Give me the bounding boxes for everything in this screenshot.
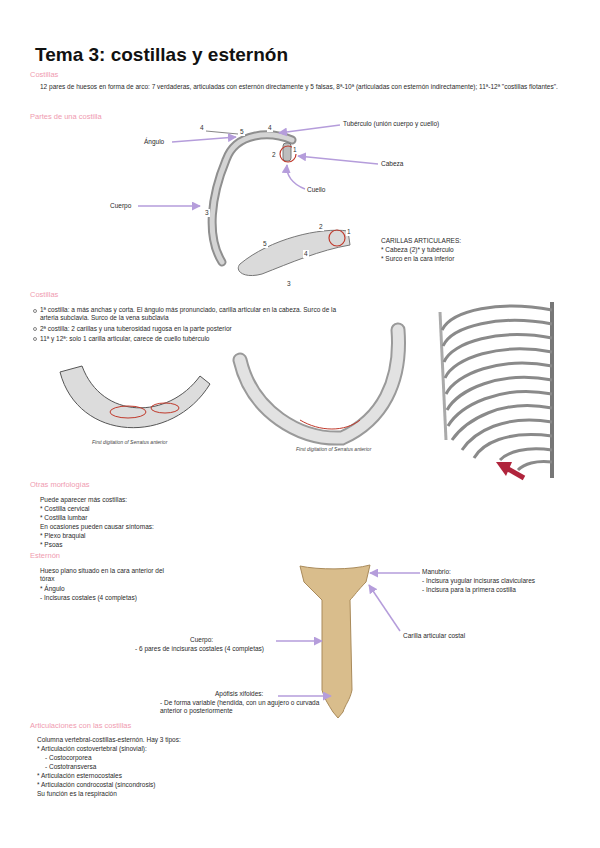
note-text: - Costocorporea bbox=[45, 754, 92, 762]
pointer-arrow bbox=[369, 585, 400, 631]
note-text: - 6 pares de incisuras costales (4 compl… bbox=[135, 645, 264, 653]
callout-number: 5 bbox=[239, 128, 245, 136]
note-text: - Incisura yugular incisuras claviculare… bbox=[422, 577, 535, 585]
note-text: - Incisura para la primera costilla bbox=[422, 586, 516, 594]
note-text: * Costilla cervical bbox=[40, 505, 90, 513]
note-text: Cuerpo: bbox=[190, 636, 213, 644]
note-text: 2ª costilla: 2 carillas y una tuberosida… bbox=[40, 325, 232, 333]
note-text: Columna vertebral-costillas-esternón. Ha… bbox=[37, 736, 181, 744]
callout-number: 4 bbox=[267, 124, 273, 132]
note-text: - Costotransversa bbox=[45, 763, 96, 771]
section-heading: Otras morfologías bbox=[30, 480, 90, 490]
note-text: En ocasiones pueden causar síntomas: bbox=[40, 523, 154, 531]
callout-number: 2 bbox=[271, 151, 277, 159]
note-text: Apófisis xifoides: bbox=[215, 690, 263, 698]
callout-number: 2 bbox=[318, 223, 324, 231]
note-text: * Articulación costovertebral (sinovial)… bbox=[37, 745, 147, 753]
highlight-circle bbox=[329, 230, 345, 246]
pointer-arrow bbox=[287, 165, 305, 189]
note-text: CARILLAS ARTICULARES: bbox=[381, 237, 461, 245]
pointer-arrow bbox=[298, 156, 378, 164]
section-heading: Articulaciones con las costillas bbox=[30, 721, 131, 731]
callout-number: 1 bbox=[346, 228, 352, 236]
bullet bbox=[34, 338, 37, 341]
note-text: * Cabeza (2)* y tubérculo bbox=[381, 246, 454, 254]
section-heading: Partes de una costilla bbox=[30, 112, 102, 122]
note-text: Su función es la respiración bbox=[37, 790, 117, 798]
callout-number: 3 bbox=[204, 209, 210, 217]
note-text: * Plexo braquial bbox=[40, 532, 86, 540]
note-text: Cuerpo bbox=[110, 202, 131, 210]
note-text: - Incisuras costales (4 completas) bbox=[40, 594, 137, 602]
pointer-arrow bbox=[370, 572, 420, 574]
section-heading: Costillas bbox=[30, 70, 58, 80]
red-arrow bbox=[508, 469, 524, 478]
red-arrow bbox=[496, 462, 512, 476]
note-text: * Articulación esternocostales bbox=[37, 772, 122, 780]
note-text: 1ª costilla: a más anchas y corta. El án… bbox=[40, 306, 340, 323]
pointer-arrow bbox=[172, 137, 236, 142]
first-rib-drawing bbox=[60, 366, 210, 428]
note-text: * Ángulo bbox=[40, 585, 65, 593]
note-text: - De forma variable (hendida, con un agu… bbox=[160, 699, 330, 716]
second-rib-drawing bbox=[240, 330, 399, 438]
leader-line bbox=[206, 131, 238, 134]
note-text: Cabeza bbox=[381, 160, 403, 168]
spine-drawing bbox=[550, 302, 554, 478]
callout-number: 5 bbox=[262, 240, 268, 248]
note-text: Hueso plano situado en la cara anterior … bbox=[40, 567, 165, 584]
figure-label: First digitation of Serratus anterior bbox=[92, 439, 172, 446]
rib-drawing bbox=[238, 230, 350, 275]
note-text: * Surco en la cara inferior bbox=[381, 255, 454, 263]
callout-number: 3 bbox=[286, 280, 292, 288]
thorax-ribs bbox=[442, 306, 552, 470]
callout-number: 4 bbox=[303, 250, 309, 258]
note-text: Tubérculo (unión cuerpo y cuello) bbox=[343, 120, 439, 128]
note-text: * Costilla lumbar bbox=[40, 514, 87, 522]
note-text: * Articulación condrocostal (sincondrosi… bbox=[37, 781, 156, 789]
bullet bbox=[34, 310, 37, 313]
note-text: 11ª y 12ª: solo 1 carilla articular, car… bbox=[40, 335, 209, 343]
section-heading: Costillas bbox=[30, 290, 58, 300]
note-text: Manubrio: bbox=[422, 568, 451, 576]
note-text: Ángulo bbox=[144, 138, 164, 146]
note-text: Carilla articular costal bbox=[403, 632, 465, 640]
second-rib-drawing bbox=[240, 330, 399, 438]
note-text: * Psoas bbox=[40, 541, 62, 549]
highlight-outline bbox=[151, 403, 179, 413]
page-title: Tema 3: costillas y esternón bbox=[35, 44, 288, 66]
note-text: Puede aparecer más costillas: bbox=[40, 496, 127, 504]
highlight-outline bbox=[300, 420, 360, 429]
pointer-arrow bbox=[138, 205, 200, 207]
callout-number: 4 bbox=[199, 124, 205, 132]
pointer-arrow bbox=[276, 640, 322, 642]
note-text: Cuello bbox=[307, 186, 325, 194]
figure-label: First digitation of Serratus anterior bbox=[296, 446, 376, 453]
pointer-arrow bbox=[279, 125, 340, 133]
bullet bbox=[34, 328, 37, 331]
highlight-outline bbox=[110, 406, 146, 418]
callout-number: 1 bbox=[292, 146, 298, 154]
note-text: 12 pares de huesos en forma de arco: 7 v… bbox=[40, 83, 570, 91]
pointer-arrow bbox=[278, 695, 331, 697]
section-heading: Esternón bbox=[30, 551, 60, 561]
